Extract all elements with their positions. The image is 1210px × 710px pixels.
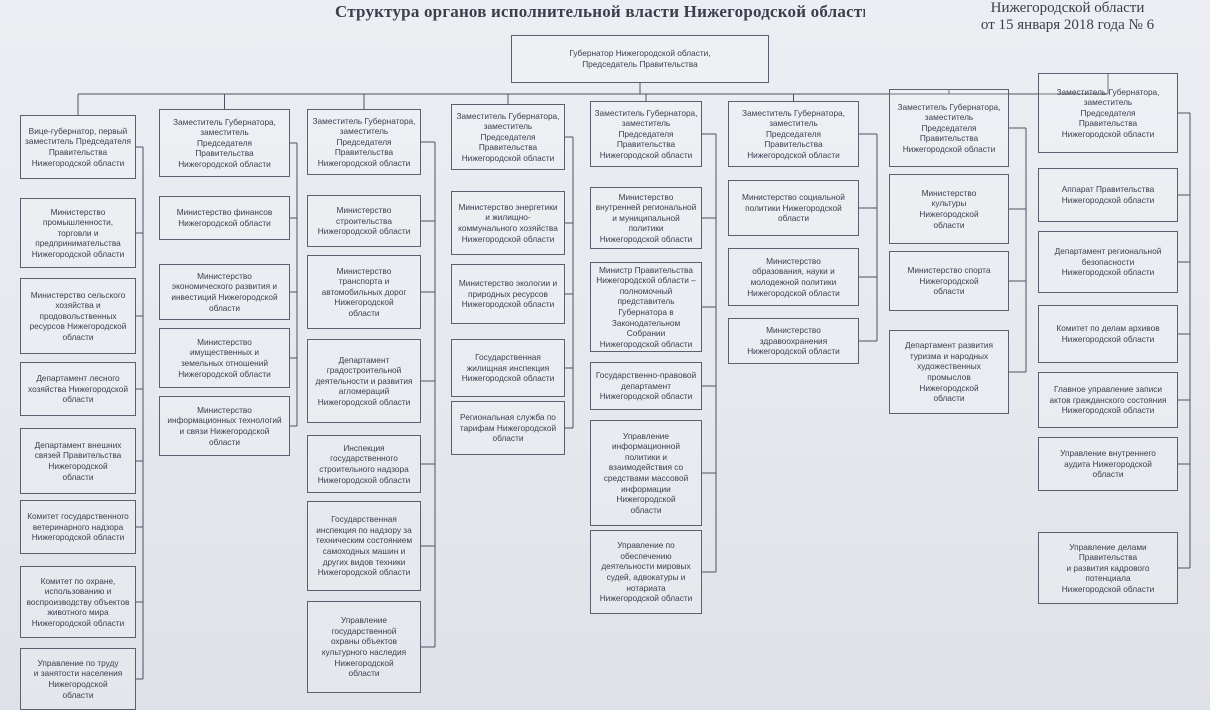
ministry-box: Государственная инспекция по надзору за … bbox=[307, 501, 421, 591]
ministry-box: Управление информационной политики и вза… bbox=[590, 420, 702, 526]
decree-line-2: от 15 января 2018 года № 6 bbox=[980, 17, 1155, 33]
deputy-box: Заместитель Губернатора, заместитель Пре… bbox=[451, 104, 565, 170]
deputy-box: Заместитель Губернатора, заместитель Пре… bbox=[590, 101, 702, 167]
ministry-box: Управление государственной охраны объект… bbox=[307, 601, 421, 693]
ministry-box: Министерство сельского хозяйства и продо… bbox=[20, 278, 136, 354]
deputy-box: Заместитель Губернатора, заместитель Пре… bbox=[889, 89, 1009, 167]
ministry-box: Министерство социальной политики Нижегор… bbox=[728, 180, 859, 236]
ministry-box: Министерство здравоохранения Нижегородск… bbox=[728, 318, 859, 364]
ministry-box: Государственная жилищная инспекция Нижег… bbox=[451, 339, 565, 397]
ministry-box: Департамент лесного хозяйства Нижегородс… bbox=[20, 362, 136, 416]
ministry-box: Департамент региональной безопасности Ни… bbox=[1038, 231, 1178, 293]
ministry-box: Комитет по охране, использованию и воспр… bbox=[20, 566, 136, 638]
ministry-box: Главное управление записи актов гражданс… bbox=[1038, 372, 1178, 428]
ministry-box: Управление по труду и занятости населени… bbox=[20, 648, 136, 710]
decree-line-1: Нижегородской области bbox=[990, 0, 1145, 16]
ministry-box: Министерство транспорта и автомобильных … bbox=[307, 255, 421, 329]
ministry-box: Министерство внутренней региональной и м… bbox=[590, 187, 702, 249]
ministry-box: Министерство финансов Нижегородской обла… bbox=[159, 196, 290, 240]
deputy-box: Заместитель Губернатора, заместитель Пре… bbox=[1038, 73, 1178, 153]
ministry-box: Министерство экономического развития и и… bbox=[159, 264, 290, 320]
ministry-box: Управление внутреннего аудита Нижегородс… bbox=[1038, 437, 1178, 491]
ministry-box: Управление делами Правительства и развит… bbox=[1038, 532, 1178, 604]
ministry-box: Министерство энергетики и жилищно- комму… bbox=[451, 191, 565, 255]
ministry-box: Министерство образования, науки и молоде… bbox=[728, 248, 859, 306]
ministry-box: Комитет государственного ветеринарного н… bbox=[20, 500, 136, 554]
deputy-box: Заместитель Губернатора, заместитель Пре… bbox=[307, 109, 421, 175]
governor-box: Губернатор Нижегородской области, Предсе… bbox=[511, 35, 769, 83]
decree-reference: Нижегородской области от 15 января 2018 … bbox=[965, 0, 1170, 34]
ministry-box: Министерство информационных технологий и… bbox=[159, 396, 290, 456]
ministry-box: Министерство промышленности, торговли и … bbox=[20, 198, 136, 268]
ministry-box: Аппарат Правительства Нижегородской обла… bbox=[1038, 168, 1178, 222]
ministry-box: Министерство имущественных и земельных о… bbox=[159, 328, 290, 388]
ministry-box: Инспекция государственного строительного… bbox=[307, 435, 421, 493]
ministry-box: Министерство строительства Нижегородской… bbox=[307, 195, 421, 247]
ministry-box: Государственно-правовой департамент Ниже… bbox=[590, 362, 702, 410]
ministry-box: Комитет по делам архивов Нижегородской о… bbox=[1038, 305, 1178, 363]
ministry-box: Министерство экологии и природных ресурс… bbox=[451, 264, 565, 324]
ministry-box: Региональная служба по тарифам Нижегород… bbox=[451, 401, 565, 455]
ministry-box: Управление по обеспечению деятельности м… bbox=[590, 530, 702, 614]
ministry-box: Министерство спорта Нижегородской област… bbox=[889, 251, 1009, 311]
ministry-box: Министерство культуры Нижегородской обла… bbox=[889, 174, 1009, 244]
ministry-box: Департамент градостроительной деятельнос… bbox=[307, 339, 421, 423]
deputy-box: Заместитель Губернатора, заместитель Пре… bbox=[728, 101, 859, 167]
deputy-box: Вице-губернатор, первый заместитель Пред… bbox=[20, 115, 136, 179]
document-title: Структура органов исполнительной власти … bbox=[335, 2, 865, 21]
deputy-box: Заместитель Губернатора, заместитель Пре… bbox=[159, 109, 290, 177]
ministry-box: Департамент развития туризма и народных … bbox=[889, 330, 1009, 414]
ministry-box: Департамент внешних связей Правительства… bbox=[20, 428, 136, 494]
ministry-box: Министр Правительства Нижегородской обла… bbox=[590, 262, 702, 352]
